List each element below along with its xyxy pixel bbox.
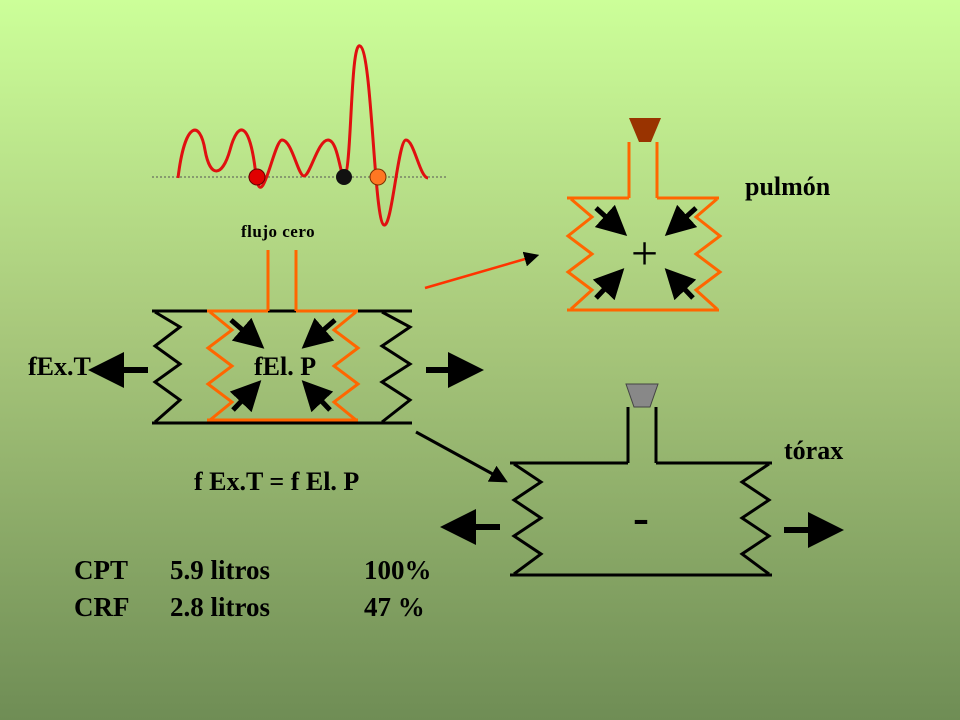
- pulmon-label: pulmón: [745, 172, 831, 201]
- flujo-cero-label: flujo cero: [241, 222, 316, 241]
- volume-row-crf-name: CRF: [74, 592, 130, 622]
- minus-sign: -: [633, 491, 649, 544]
- felp-label: fEl. P: [254, 352, 317, 381]
- lung-arrow-tr: [664, 204, 698, 237]
- center-lung-right-spring: [331, 310, 361, 422]
- plus-sign: +: [631, 227, 659, 280]
- center-arrow-in-tr: [301, 317, 337, 349]
- flow-wave-line: [176, 44, 429, 227]
- volume-row-crf-value: 2.8 litros: [170, 592, 270, 622]
- red-dot: [248, 168, 266, 186]
- center-left-spring: [152, 310, 183, 424]
- volume-row-cpt-name: CPT: [74, 555, 128, 585]
- center-arrow-in-tl: [229, 317, 265, 349]
- thorax-system: [440, 383, 844, 577]
- lung-arrow-tl: [594, 204, 628, 237]
- lung-plug: [629, 118, 661, 142]
- center-right-spring: [379, 310, 413, 424]
- center-arrow-in-bl: [229, 380, 262, 413]
- torax-label: tórax: [784, 436, 844, 465]
- volume-row-cpt-percent: 100%: [364, 555, 432, 585]
- lung-right-spring: [693, 197, 723, 311]
- volume-row-cpt-value: 5.9 litros: [170, 555, 270, 585]
- lung-arrow-br: [664, 268, 697, 301]
- thorax-right-spring: [739, 462, 772, 576]
- thorax-plug: [625, 383, 659, 408]
- lung-system: [565, 118, 723, 312]
- center-lung-left-spring: [205, 310, 235, 422]
- black-dot: [336, 169, 352, 185]
- center-arrow-in-br: [301, 380, 334, 413]
- thorax-left-spring: [511, 462, 544, 576]
- arrow-to-lung: [424, 251, 540, 290]
- lung-left-spring: [565, 197, 595, 311]
- volume-row-crf-percent: 47 %: [364, 592, 425, 622]
- equation-label: f Ex.T = f El. P: [194, 467, 360, 496]
- flow-waveform: [152, 44, 448, 227]
- center-system: [88, 250, 484, 425]
- fext-label: fEx.T: [28, 352, 91, 381]
- lung-arrow-bl: [592, 268, 625, 301]
- orange-dot: [369, 168, 387, 186]
- arrow-to-thorax: [415, 430, 508, 483]
